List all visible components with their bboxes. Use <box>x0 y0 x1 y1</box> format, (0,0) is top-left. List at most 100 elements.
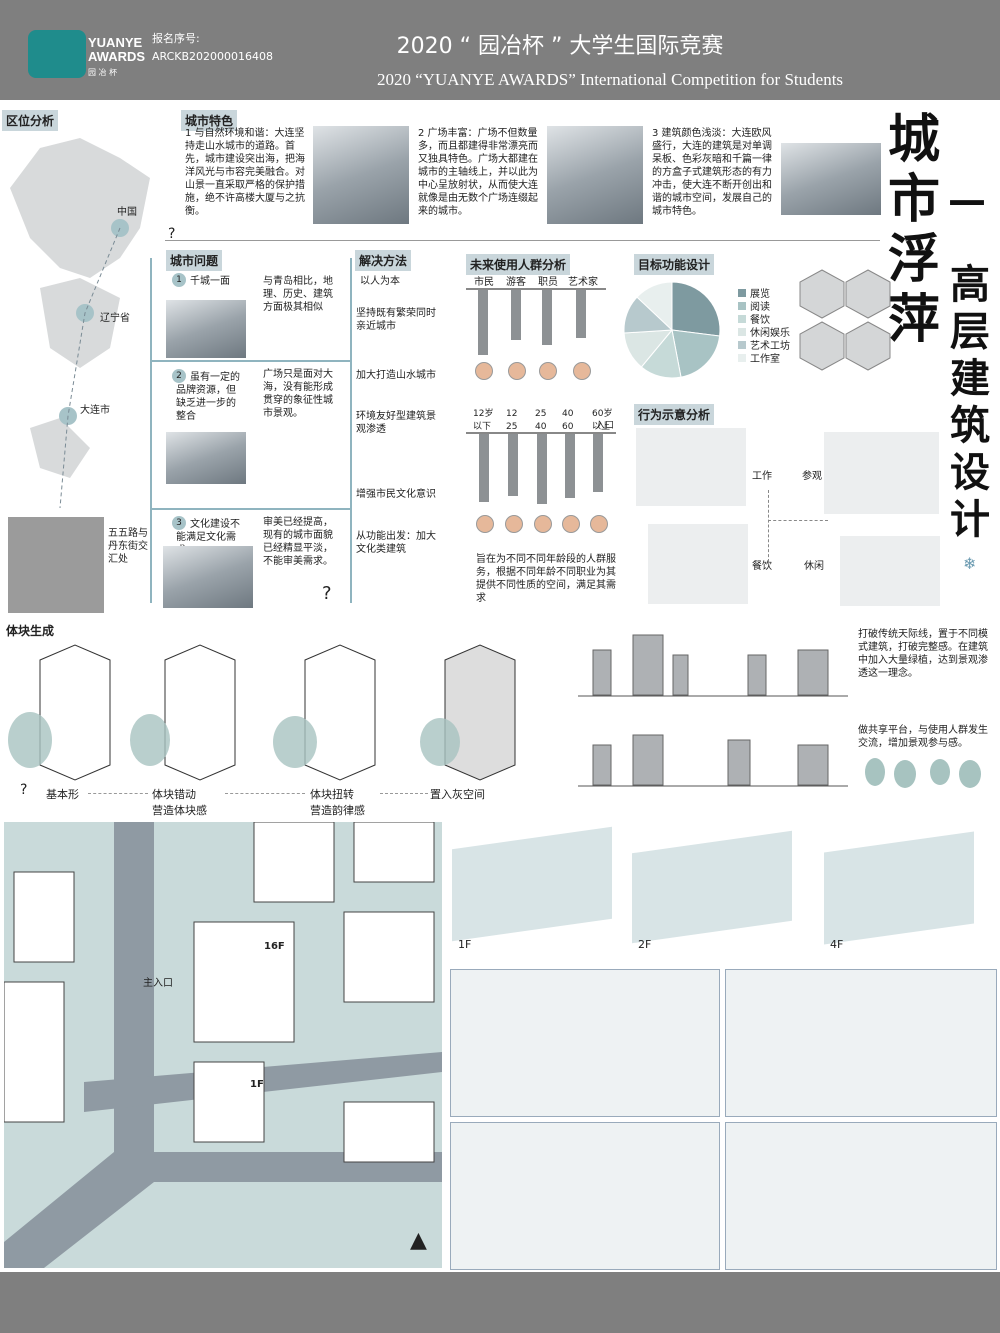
legend-swatch <box>738 289 746 297</box>
legend-swatch <box>738 341 746 349</box>
person-avatar <box>505 515 523 533</box>
person-avatar <box>562 515 580 533</box>
person-avatar <box>573 362 591 380</box>
age-bar-1 <box>479 434 489 502</box>
yuanye-logo-icon <box>28 30 86 78</box>
legend-swatch <box>738 354 746 362</box>
legend-label: 工作室 <box>750 354 780 365</box>
solutions-label: 解决方法 <box>355 250 412 271</box>
group-citizen: 市民 <box>474 277 494 288</box>
age-bar-3 <box>537 434 547 504</box>
legend-item: 工作室 <box>738 353 790 366</box>
legend-swatch <box>738 328 746 336</box>
main-title-part1: 城市浮萍 <box>888 110 941 350</box>
problem-1-desc: 与青岛相比，地理、历史、建筑方面极其相似 <box>263 276 333 313</box>
legend-item: 展览 <box>738 288 790 301</box>
solution-5: 从功能出发：加大文化类建筑 <box>356 531 436 555</box>
users-label: 未来使用人群分析 <box>466 254 571 275</box>
solution-0: 以人为本 <box>360 276 400 287</box>
users-rule <box>466 288 606 290</box>
problem-2-badge: 2 <box>172 369 186 383</box>
behavior-work-scene <box>636 428 746 506</box>
problem-2-title: 虽有一定的品牌资源，但缺乏进一步的整合 <box>176 372 240 422</box>
step-connector <box>380 793 428 794</box>
axo-floor-1 <box>452 826 612 942</box>
age-4: 60岁以上 <box>592 409 613 432</box>
step-connector <box>88 793 148 794</box>
interior-scene-2 <box>725 969 997 1117</box>
feature-1-text: 1 与自然环境和谐：大连坚持走山水城市的道路。首先，城市建设突出海，把海洋风光与… <box>185 128 305 217</box>
features-label: 城市特色 <box>181 110 238 131</box>
person-avatar <box>539 362 557 380</box>
legend-item: 休闲娱乐 <box>738 327 790 340</box>
person-avatar <box>508 362 526 380</box>
entrance-label: 入口 <box>596 421 615 431</box>
footer-bar <box>0 1272 1000 1333</box>
problems-frame <box>150 258 444 603</box>
legend-item: 艺术工坊 <box>738 340 790 353</box>
site-plan <box>4 822 442 1268</box>
massing-diagram <box>8 644 516 781</box>
behavior-eat-scene <box>648 524 748 604</box>
users-note: 旨在为不同不同年龄段的人群服务，根据不同年龄不同职业为其提供不同性质的空间，满足… <box>476 554 616 604</box>
interior-scene-3 <box>450 1122 720 1270</box>
question-icon-3: ? <box>20 782 28 798</box>
problem-3-badge: 3 <box>172 516 186 530</box>
massing-label: 体块生成 <box>6 624 55 638</box>
tree-icons <box>865 758 981 788</box>
label-china: 中国 <box>117 207 137 218</box>
massing-step-3: 体块扭转 营造韵律感 <box>310 788 365 817</box>
features-divider <box>165 240 880 241</box>
group-bar-3 <box>542 290 552 345</box>
feature-3-photo <box>781 143 881 215</box>
regno: ARCKB202000016408 <box>152 50 274 63</box>
feature-2-photo <box>547 126 643 224</box>
legend-swatch <box>738 315 746 323</box>
regno-label: 报名序号: <box>152 32 200 45</box>
age-bar-5 <box>593 434 603 492</box>
massing-step-2: 体块错动 营造体块感 <box>152 788 207 817</box>
problems-divider-1 <box>152 360 352 362</box>
title-cn: 2020 “ 园冶杯 ” 大学生国际竞赛 <box>396 34 724 59</box>
behavior-rest-scene <box>840 536 940 606</box>
axo-floor-2 <box>632 830 792 944</box>
solution-2: 加大打造山水城市 <box>356 370 436 381</box>
problem-3-photo <box>163 546 253 608</box>
pie-slice <box>671 329 721 378</box>
massing-note-1: 打破传统天际线，置于不同模式建筑，打破完整感。在建筑中加入大量绿植，达到景观渗透… <box>858 629 988 679</box>
solution-3: 环境友好型建筑景观渗透 <box>356 411 436 435</box>
interior-scene-1 <box>450 969 720 1117</box>
north-arrow-icon: ▲ <box>410 1228 427 1253</box>
axo-label-2f: 2F <box>638 938 652 951</box>
location-map <box>10 138 150 509</box>
behavior-connector <box>768 520 828 521</box>
age-0: 12岁以下 <box>473 409 494 432</box>
plan-1f: 1F <box>250 1079 264 1090</box>
person-avatar <box>590 515 608 533</box>
skyline-diagram <box>578 634 848 787</box>
age-bar-4 <box>565 434 575 498</box>
group-staff: 职员 <box>538 277 558 288</box>
age-bar-2 <box>508 434 518 496</box>
question-icon-2: ? <box>322 583 332 604</box>
label-dalian: 大连市 <box>80 405 110 416</box>
behavior-label: 行为示意分析 <box>634 404 715 425</box>
logo-sub: 园 冶 杯 <box>88 68 118 77</box>
person-avatar <box>475 362 493 380</box>
interior-scene-4 <box>725 1122 997 1270</box>
group-artist: 艺术家 <box>568 277 598 288</box>
problem-3-desc: 审美已经提高，现有的城市面貌已经精显平淡，不能审美需求。 <box>263 517 333 567</box>
behavior-visit-scene <box>824 432 939 514</box>
label-liaoning: 辽宁省 <box>100 313 130 324</box>
age-2: 25 40 <box>535 409 547 432</box>
functions-legend: 展览阅读餐饮休闲娱乐艺术工坊工作室 <box>738 288 790 366</box>
group-bar-2 <box>511 290 521 340</box>
problem-1-badge: 1 <box>172 273 186 287</box>
legend-label: 展览 <box>750 289 770 300</box>
solutions-line <box>350 258 352 603</box>
behavior-work: 工作 <box>752 471 772 482</box>
main-title-part2: 高层建筑设计 <box>950 262 990 543</box>
location-label: 区位分析 <box>2 110 59 131</box>
group-bar-4 <box>576 290 586 338</box>
